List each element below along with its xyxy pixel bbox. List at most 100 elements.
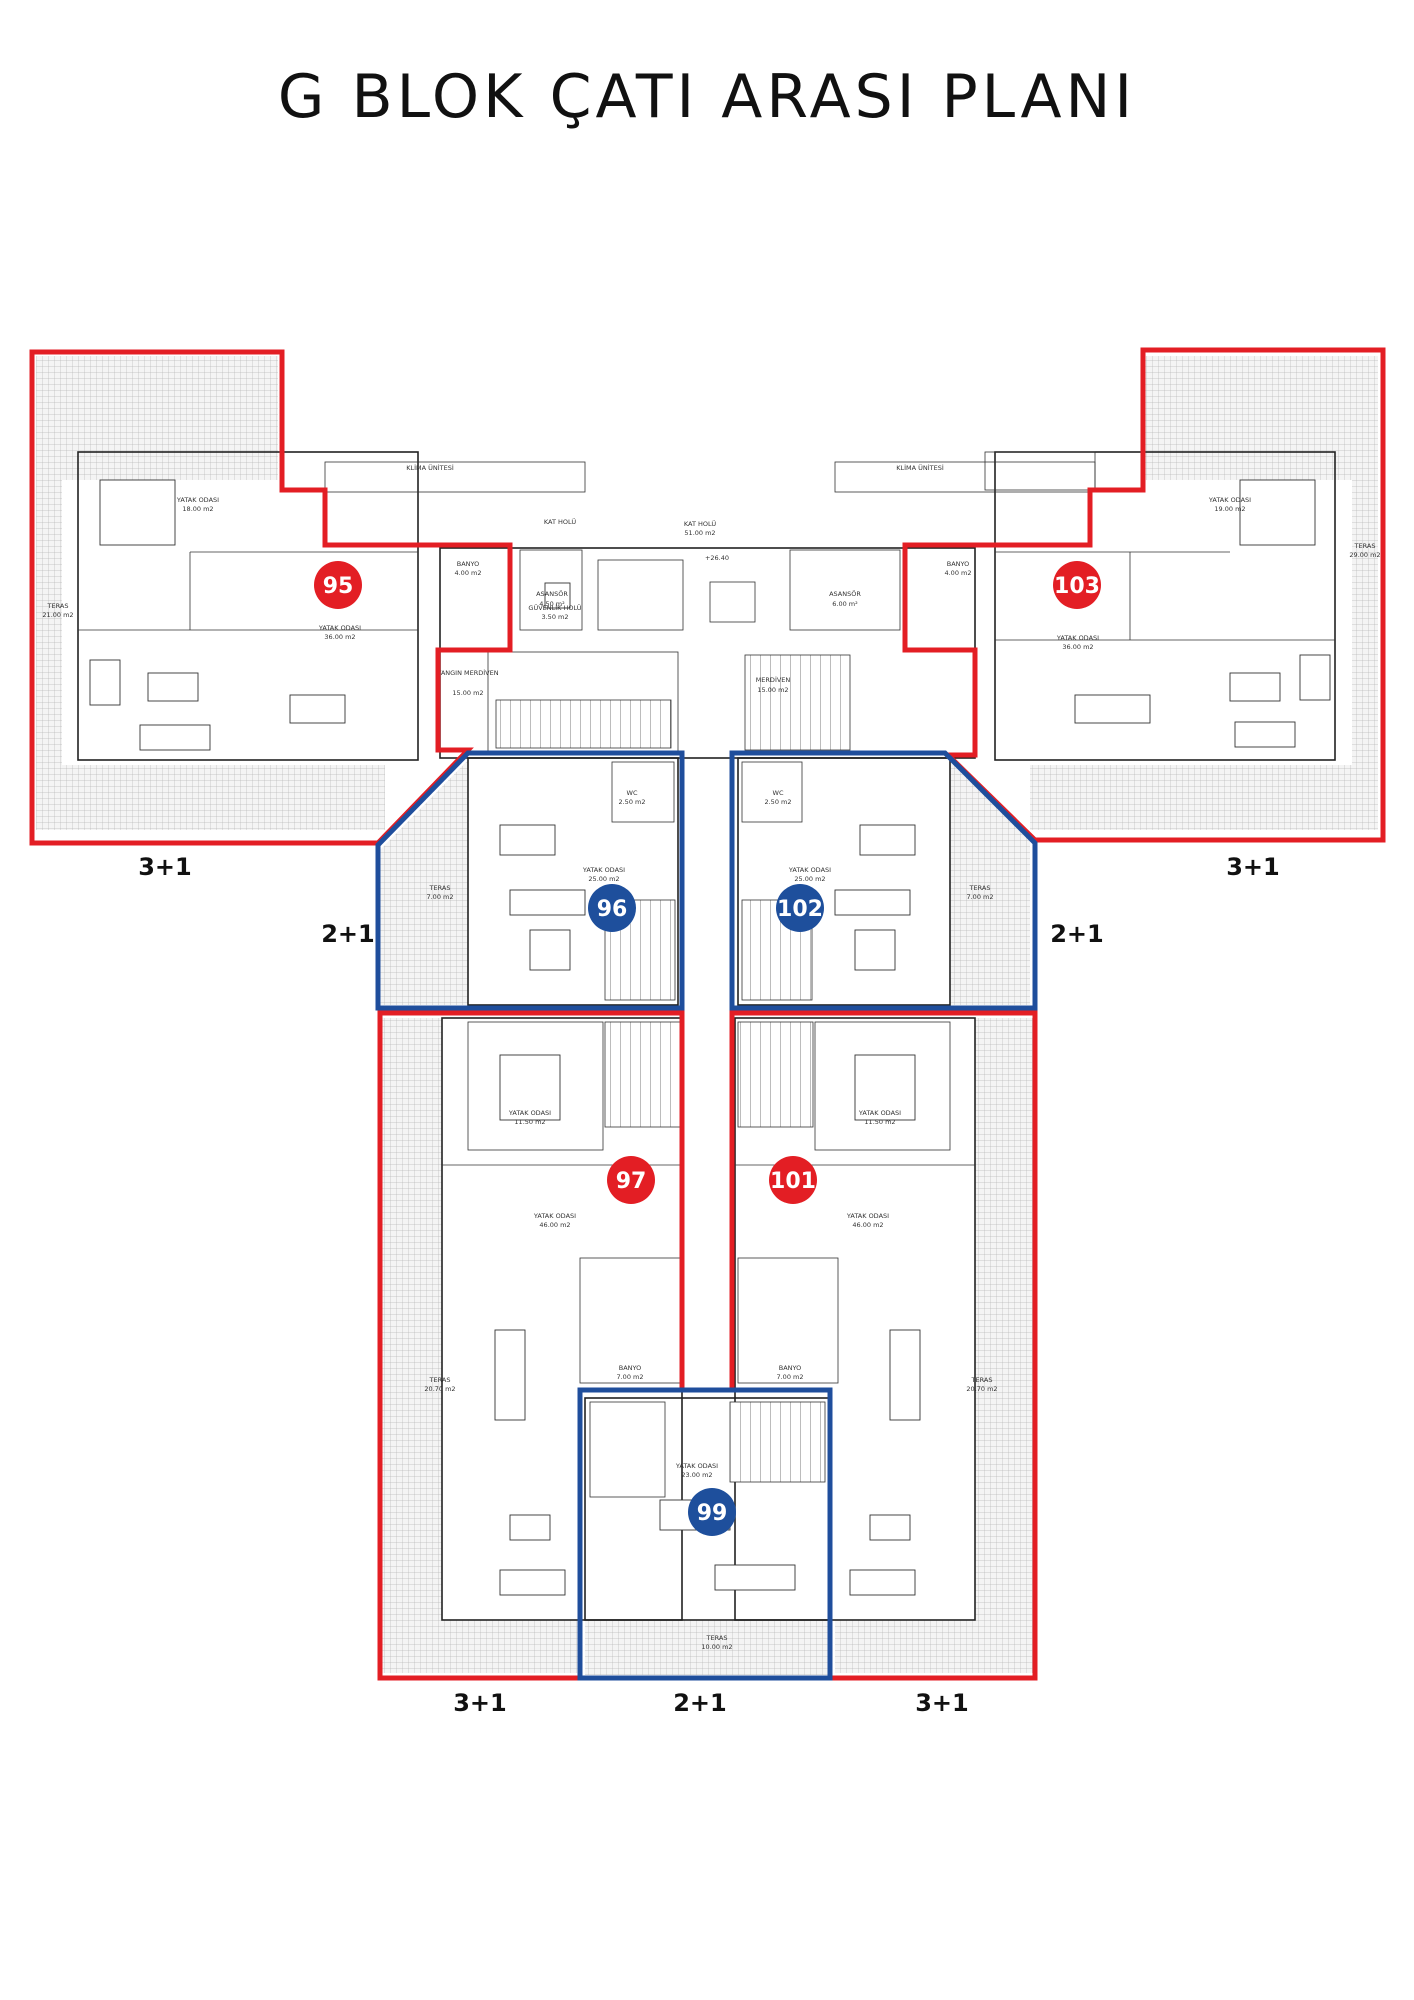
yangin-merdiven-label: YANGIN MERDİVEN — [436, 668, 498, 677]
u97-teras-label: TERAS — [429, 1376, 451, 1384]
u101-living-label: YATAK ODASI — [846, 1212, 889, 1220]
u101-teras-area: 20.70 m2 — [966, 1385, 997, 1393]
page-title: G BLOK ÇATI ARASI PLANI — [277, 62, 1137, 132]
outline-unit-103 — [902, 347, 1386, 843]
u103-banyo-label: BANYO — [947, 560, 970, 568]
terrace-101-b — [835, 1620, 975, 1673]
badge-unit-101-number: 101 — [770, 1169, 816, 1194]
u97-banyo-area: 7.00 m2 — [616, 1373, 643, 1381]
guvenlik-holu-area: 3.50 m2 — [541, 613, 568, 621]
merdiven-label: MERDİVEN — [756, 675, 791, 684]
u97-banyo-label: BANYO — [619, 1364, 642, 1372]
u103-bed-area: 19.00 m2 — [1214, 505, 1245, 513]
badge-unit-99-number: 99 — [697, 1501, 728, 1526]
terrace-97-b — [442, 1620, 582, 1673]
terrace-areas — [36, 356, 1378, 1675]
unit-outlines — [29, 347, 1386, 1681]
u95-bed-area: 18.00 m2 — [182, 505, 213, 513]
type-label-95: 3+1 — [138, 853, 192, 881]
architectural-walls — [77, 451, 1336, 1621]
type-label-102: 2+1 — [1050, 920, 1104, 948]
u95-teras-label: TERAS — [47, 602, 69, 610]
badge-unit-95-number: 95 — [323, 574, 354, 599]
badge-unit-96[interactable]: 96 — [588, 884, 636, 932]
u101-bed-area: 11.50 m2 — [864, 1118, 895, 1126]
u101-teras-label: TERAS — [971, 1376, 993, 1384]
type-label-103: 3+1 — [1226, 853, 1280, 881]
kat-holu-name: KAT HOLÜ — [684, 519, 716, 528]
asansor-2-area: 6.00 m² — [832, 600, 858, 608]
u95-bed-label: YATAK ODASI — [176, 496, 219, 504]
unit-type-labels: 3+1 3+1 2+1 2+1 3+1 3+1 2+1 — [138, 853, 1280, 1717]
klima-label-right: KLİMA ÜNİTESİ — [896, 463, 944, 472]
u99-teras-label: TERAS — [706, 1634, 728, 1642]
terrace-99 — [585, 1620, 830, 1675]
u95-living-label: YATAK ODASI — [318, 624, 361, 632]
asansor-1-area: 4.50 m² — [539, 600, 565, 608]
badge-unit-96-number: 96 — [597, 897, 628, 922]
type-label-99: 2+1 — [673, 1689, 727, 1717]
outline-unit-99 — [577, 1387, 833, 1681]
badge-unit-101[interactable]: 101 — [769, 1156, 817, 1204]
badge-unit-97[interactable]: 97 — [607, 1156, 655, 1204]
merdiven-area: 15.00 m2 — [757, 686, 788, 694]
room-labels: KAT HOLÜ KAT HOLÜ 51.00 m2 +26.40 ASANSÖ… — [42, 463, 1380, 1651]
u96-living-area: 25.00 m2 — [588, 875, 619, 883]
u101-banyo-area: 7.00 m2 — [776, 1373, 803, 1381]
terrace-101 — [975, 1018, 1035, 1673]
type-label-96: 2+1 — [321, 920, 375, 948]
u102-teras-label: TERAS — [969, 884, 991, 892]
type-label-101: 3+1 — [915, 1689, 969, 1717]
u101-bed-label: YATAK ODASI — [858, 1109, 901, 1117]
u103-bed-label: YATAK ODASI — [1208, 496, 1251, 504]
outline-unit-96 — [375, 750, 685, 1011]
u99-bed-label: YATAK ODASI — [675, 1462, 718, 1470]
u96-teras-area: 7.00 m2 — [426, 893, 453, 901]
u103-teras-label: TERAS — [1354, 542, 1376, 550]
u99-bed-area: 23.00 m2 — [681, 1471, 712, 1479]
u97-bed-label: YATAK ODASI — [508, 1109, 551, 1117]
asansor-1-label: ASANSÖR — [536, 589, 568, 598]
badge-unit-103-number: 103 — [1054, 574, 1100, 599]
u102-wc-label: WC — [773, 789, 784, 797]
guvenlik-holu-label: GÜVENLİK HOLÜ — [528, 603, 581, 612]
u95-teras-area: 21.00 m2 — [42, 611, 73, 619]
u103-teras-area: 29.00 m2 — [1349, 551, 1380, 559]
badge-unit-99[interactable]: 99 — [688, 1488, 736, 1536]
kat-holu-label: KAT HOLÜ — [544, 517, 576, 526]
u99-teras-area: 10.00 m2 — [701, 1643, 732, 1651]
u102-wc-area: 2.50 m2 — [764, 798, 791, 806]
u103-banyo-area: 4.00 m2 — [944, 569, 971, 577]
u103-living-label: YATAK ODASI — [1056, 634, 1099, 642]
u96-wc-label: WC — [627, 789, 638, 797]
u97-living-area: 46.00 m2 — [539, 1221, 570, 1229]
u96-teras-label: TERAS — [429, 884, 451, 892]
u95-banyo-area: 4.00 m2 — [454, 569, 481, 577]
u96-wc-area: 2.50 m2 — [618, 798, 645, 806]
terrace-103 — [1030, 356, 1378, 830]
badge-unit-103[interactable]: 103 — [1053, 561, 1101, 609]
terrace-96 — [380, 760, 468, 1005]
badge-unit-97-number: 97 — [616, 1169, 647, 1194]
u97-bed-area: 11.50 m2 — [514, 1118, 545, 1126]
terrace-97 — [382, 1018, 442, 1673]
klima-label-left: KLİMA ÜNİTESİ — [406, 463, 454, 472]
u103-living-area: 36.00 m2 — [1062, 643, 1093, 651]
yangin-merdiven-area: 15.00 m2 — [452, 689, 483, 697]
u97-teras-area: 20.70 m2 — [424, 1385, 455, 1393]
kat-holu-area: 51.00 m2 — [684, 529, 715, 537]
badge-unit-102-number: 102 — [777, 897, 823, 922]
u97-living-label: YATAK ODASI — [533, 1212, 576, 1220]
u101-living-area: 46.00 m2 — [852, 1221, 883, 1229]
u95-living-area: 36.00 m2 — [324, 633, 355, 641]
elevation-label: +26.40 — [705, 554, 729, 562]
u96-living-label: YATAK ODASI — [582, 866, 625, 874]
u102-living-area: 25.00 m2 — [794, 875, 825, 883]
outline-unit-102 — [729, 750, 1038, 1011]
u101-banyo-label: BANYO — [779, 1364, 802, 1372]
badge-unit-95[interactable]: 95 — [314, 561, 362, 609]
unit-badges: 95 103 96 102 97 101 99 — [314, 561, 1101, 1536]
badge-unit-102[interactable]: 102 — [776, 884, 824, 932]
u95-banyo-label: BANYO — [457, 560, 480, 568]
furniture — [89, 479, 1331, 1596]
